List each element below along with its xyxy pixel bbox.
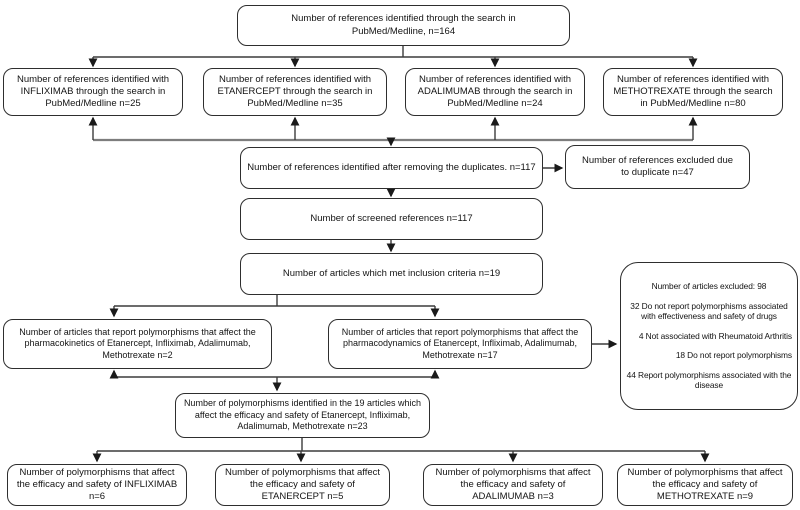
box-etanercept-polymorphisms: Number of polymorphisms that affect the … — [215, 464, 390, 506]
connector-group — [88, 46, 710, 463]
box-adalimumab-search-label: Number of references identified with ADA… — [417, 73, 573, 110]
box-infliximab-polymorphisms-label: Number of polymorphisms that affect the … — [16, 466, 178, 503]
box-excluded-duplicates-label: Number of references excluded due to dup… — [581, 154, 734, 178]
box-polymorphisms-total-label: Number of polymorphisms identified in th… — [183, 398, 422, 432]
box-search-total-label: Number of references identified through … — [291, 13, 516, 37]
box-etanercept-polymorphisms-label: Number of polymorphisms that affect the … — [224, 466, 381, 503]
excluded-articles-line: 32 Do not report polymorphisms associate… — [630, 300, 788, 322]
box-excluded-duplicates: Number of references excluded due to dup… — [565, 145, 750, 189]
box-inclusion-criteria: Number of articles which met inclusion c… — [240, 253, 543, 295]
box-methotrexate-polymorphisms: Number of polymorphisms that affect the … — [617, 464, 793, 506]
excluded-articles-line: 4 Not associated with Rheumatoid Arthrit… — [638, 330, 792, 341]
box-pharmacodynamics: Number of articles that report polymorph… — [328, 319, 592, 369]
box-infliximab-polymorphisms: Number of polymorphisms that affect the … — [7, 464, 187, 506]
box-etanercept-search: Number of references identified with ETA… — [203, 68, 387, 116]
box-polymorphisms-total: Number of polymorphisms identified in th… — [175, 393, 430, 438]
excluded-articles-line: Number of articles excluded: 98 — [651, 281, 767, 292]
box-methotrexate-search: Number of references identified with MET… — [603, 68, 783, 116]
box-screened: Number of screened references n=117 — [240, 198, 543, 240]
box-pharmacodynamics-label: Number of articles that report polymorph… — [341, 326, 579, 360]
box-methotrexate-search-label: Number of references identified with MET… — [613, 73, 773, 110]
excluded-articles-line: 44 Report polymorphisms associated with … — [626, 369, 792, 391]
box-adalimumab-polymorphisms-label: Number of polymorphisms that affect the … — [435, 466, 591, 503]
box-adalimumab-polymorphisms: Number of polymorphisms that affect the … — [423, 464, 603, 506]
box-pharmacokinetics: Number of articles that report polymorph… — [3, 319, 272, 369]
box-adalimumab-search: Number of references identified with ADA… — [405, 68, 585, 116]
box-excluded-articles: Number of articles excluded: 98 32 Do no… — [620, 262, 798, 410]
box-etanercept-search-label: Number of references identified with ETA… — [217, 73, 373, 110]
box-pharmacokinetics-label: Number of articles that report polymorph… — [19, 326, 256, 360]
box-after-duplicates: Number of references identified after re… — [240, 147, 543, 189]
box-screened-label: Number of screened references n=117 — [310, 212, 473, 224]
box-inclusion-criteria-label: Number of articles which met inclusion c… — [282, 267, 501, 279]
box-methotrexate-polymorphisms-label: Number of polymorphisms that affect the … — [627, 466, 783, 503]
box-infliximab-search: Number of references identified with INF… — [3, 68, 183, 116]
box-after-duplicates-label: Number of references identified after re… — [247, 161, 536, 173]
box-infliximab-search-label: Number of references identified with INF… — [16, 73, 170, 110]
box-search-total: Number of references identified through … — [237, 5, 570, 46]
excluded-articles-line: 18 Do not report polymorphisms — [675, 350, 792, 361]
